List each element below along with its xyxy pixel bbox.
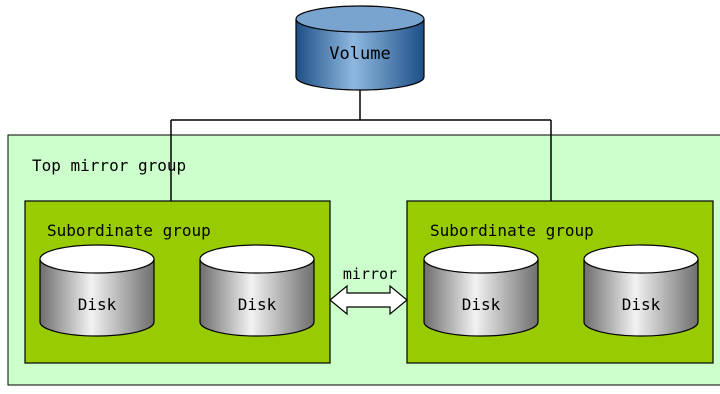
top-mirror-group-label: Top mirror group (32, 156, 186, 175)
mirror-arrow: mirror (329, 265, 408, 316)
disk-label: Disk (622, 295, 661, 314)
disk: Disk (39, 244, 155, 337)
subordinate-group-right: Subordinate group Disk Disk (406, 200, 714, 364)
subordinate-group-label: Subordinate group (430, 221, 594, 240)
volume-label: Volume (329, 44, 390, 64)
mirror-label: mirror (343, 265, 397, 283)
disk: Disk (583, 244, 699, 337)
disk: Disk (423, 244, 539, 337)
disk-label: Disk (78, 295, 117, 314)
disk: Disk (199, 244, 315, 337)
disk-label: Disk (238, 295, 277, 314)
volume-connectors (170, 90, 552, 201)
subordinate-group-left: Subordinate group Disk Disk (24, 200, 331, 364)
volume-cylinder: Volume (295, 5, 425, 91)
disk-label: Disk (462, 295, 501, 314)
subordinate-group-label: Subordinate group (47, 221, 211, 240)
